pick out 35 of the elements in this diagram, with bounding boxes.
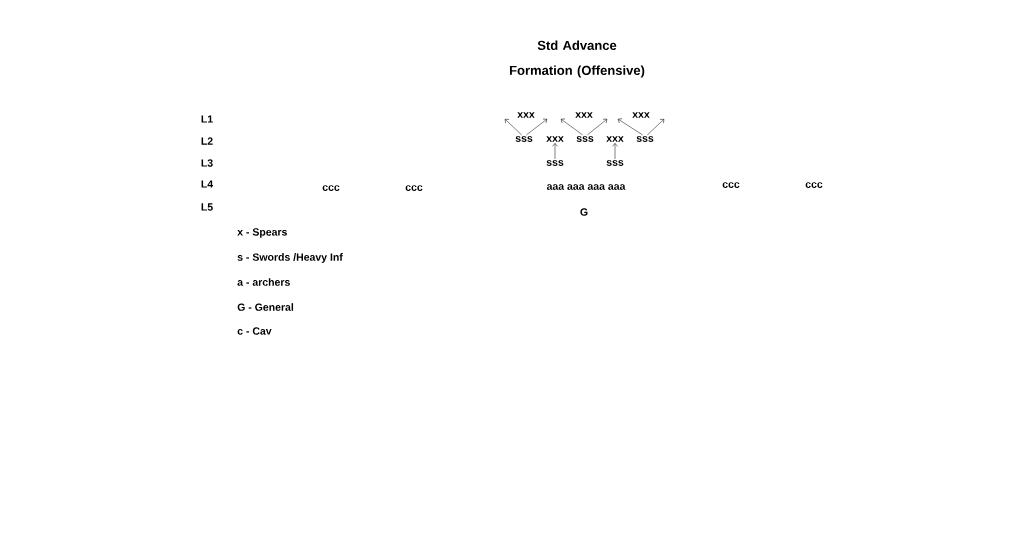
unit-label: aaa aaa aaa aaa [546, 184, 626, 190]
unit-label: ccc [322, 185, 340, 191]
unit-label: G [580, 208, 588, 216]
arrow [617, 118, 643, 136]
arrow [612, 143, 618, 160]
legend-text: G - General [237, 303, 294, 311]
title: Std Advance Formation (Offensive) [509, 40, 645, 78]
line-label: L3 [201, 159, 213, 167]
arrow [504, 119, 522, 136]
unit-label: sss [546, 160, 564, 166]
arrow [587, 118, 608, 136]
legend-text: s - Swords /Heavy Inf [237, 253, 343, 263]
arrow [526, 118, 548, 136]
arrow [560, 118, 583, 136]
unit-label: xxx [546, 136, 564, 142]
unit-label: ccc [805, 182, 823, 188]
arrow [647, 119, 665, 136]
unit-label: ccc [405, 185, 423, 191]
line-label: L5 [201, 203, 213, 211]
legend-text: x - Spears [237, 228, 287, 238]
legend-text: a - archers [237, 278, 290, 286]
unit-label: sss [636, 136, 654, 142]
line-label: L4 [201, 180, 214, 188]
unit-label: sss [606, 160, 624, 166]
unit-label: xxx [632, 112, 650, 118]
line-label: L1 [201, 115, 213, 123]
unit-label: xxx [606, 136, 624, 142]
legend-text: c - Cav [237, 327, 272, 335]
unit-label: xxx [575, 112, 593, 118]
unit-label: ccc [722, 182, 740, 188]
unit-label: sss [515, 136, 533, 142]
unit-label: xxx [517, 112, 535, 118]
unit-label: sss [576, 136, 594, 142]
line-label: L2 [201, 137, 213, 145]
arrow [552, 143, 558, 160]
